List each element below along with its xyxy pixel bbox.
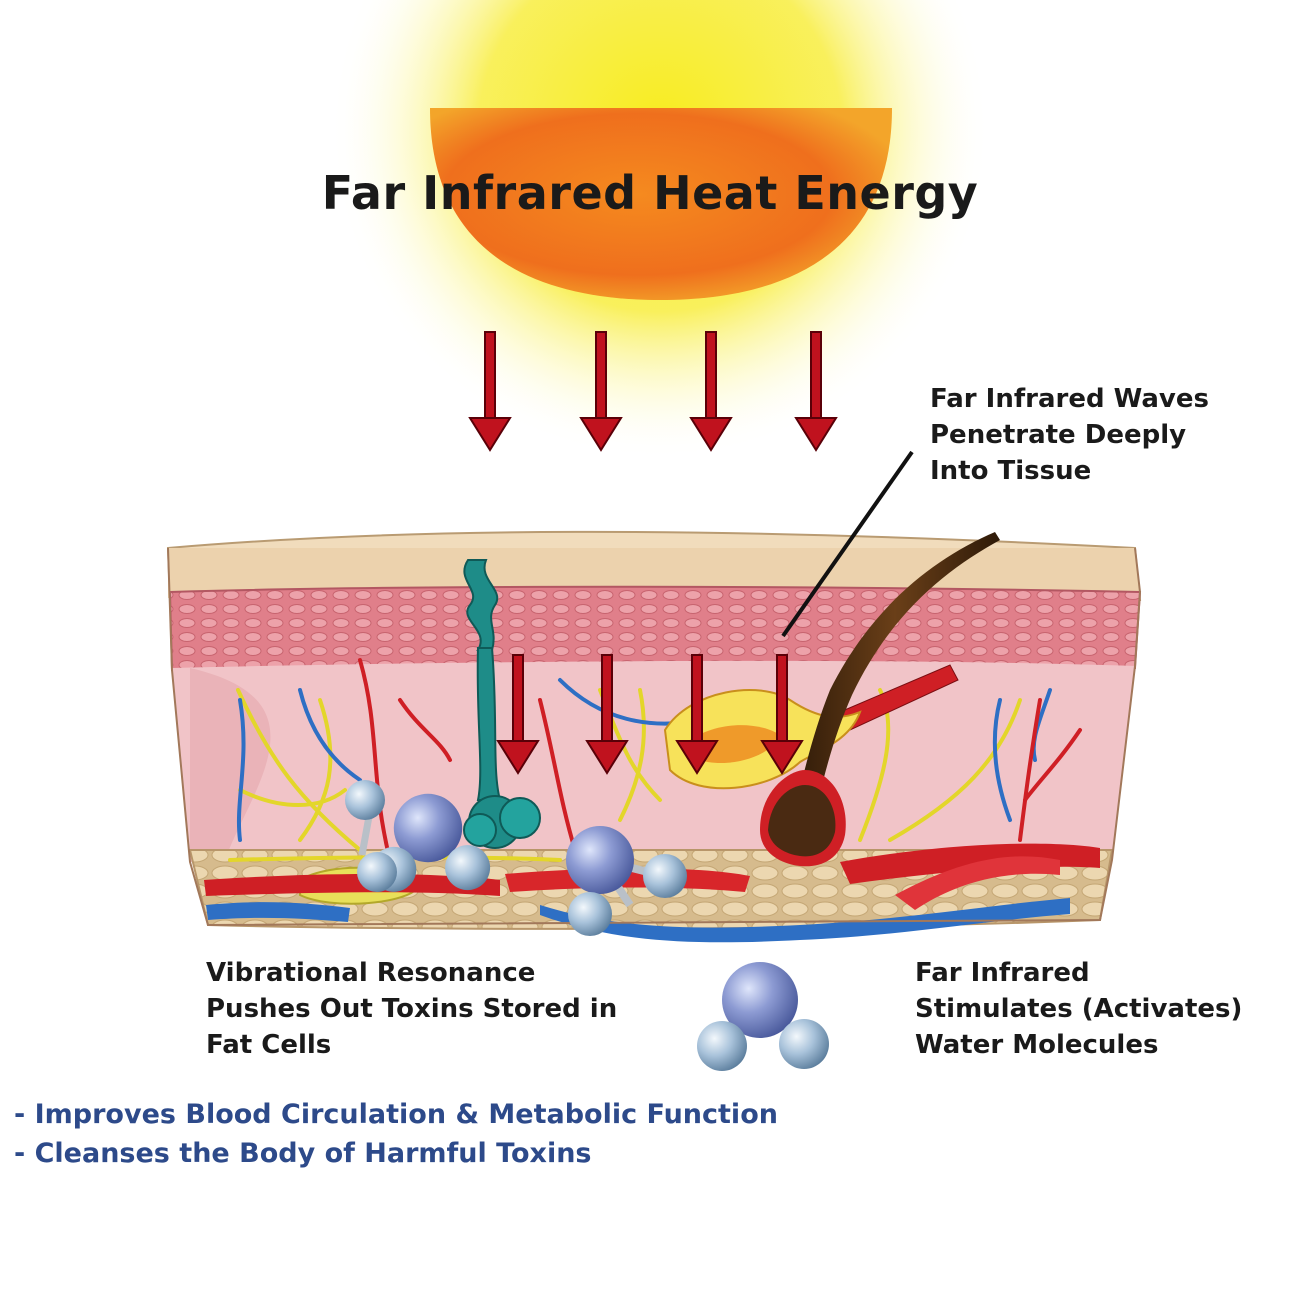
benefit-item: - Improves Blood Circulation & Metabolic… bbox=[14, 1099, 778, 1130]
callout-line: Pushes Out Toxins Stored in bbox=[206, 994, 618, 1024]
sweat-gland-icon bbox=[463, 559, 541, 849]
callout-line: Fat Cells bbox=[206, 1030, 332, 1060]
page-title: Far Infrared Heat Energy bbox=[321, 166, 979, 220]
callout-vibrational-resonance: Vibrational Resonance Pushes Out Toxins … bbox=[206, 955, 666, 1063]
callout-line: Penetrate Deeply bbox=[930, 420, 1187, 450]
water-molecule-icon bbox=[697, 962, 829, 1071]
water-molecule-icon bbox=[345, 780, 397, 892]
callout-line: Far Infrared Waves bbox=[930, 384, 1209, 414]
sun-icon bbox=[330, 0, 990, 460]
callout-line: Into Tissue bbox=[930, 456, 1092, 486]
benefit-item: - Cleanses the Body of Harmful Toxins bbox=[14, 1138, 592, 1169]
callout-line: Far Infrared bbox=[915, 958, 1090, 988]
hair-follicle-icon bbox=[760, 532, 1000, 867]
callout-infrared-waves: Far Infrared Waves Penetrate Deeply Into… bbox=[930, 381, 1270, 489]
callout-line: Stimulates (Activates) bbox=[915, 994, 1243, 1024]
callout-leader-line bbox=[781, 450, 914, 638]
callout-water-molecules: Far Infrared Stimulates (Activates) Wate… bbox=[915, 955, 1285, 1063]
water-molecule-icon bbox=[566, 826, 687, 936]
callout-line: Water Molecules bbox=[915, 1030, 1159, 1060]
callout-line: Vibrational Resonance bbox=[206, 958, 536, 988]
